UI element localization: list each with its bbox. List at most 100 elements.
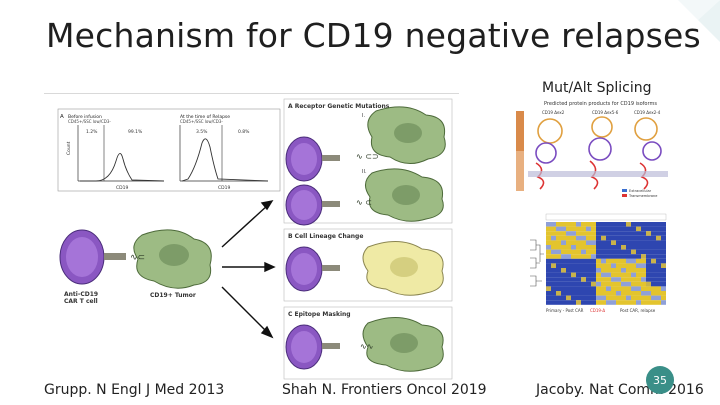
heatmap-cell [551,263,556,268]
heatmap-cell [656,222,661,227]
heatmap-cell [546,231,551,236]
heatmap-cell [636,281,641,287]
heatmap-cell [621,254,626,259]
heatmap-cell [631,286,636,291]
heatmap-cell [656,263,661,268]
title-divider [44,93,459,94]
heatmap-cell [591,300,596,305]
heatmap-cell [621,291,626,296]
heatmap-cell [641,222,646,227]
heatmap-cell [596,258,601,264]
heatmap-cell [611,300,616,305]
heatmap-cell [661,300,666,305]
heatmap-cell [646,222,651,227]
heatmap-cell [626,291,631,296]
heatmap-cell [601,249,606,255]
heatmap-cell [661,226,666,232]
heatmap-cell [621,240,626,245]
heatmap-cell [576,222,581,227]
heatmap-cell [566,240,571,245]
heatmap-cell [561,281,566,287]
heatmap-cell [551,235,556,241]
heatmap-cell [556,263,561,268]
heatmap-cell [571,268,576,273]
heatmap-cell [601,254,606,259]
heatmap-cell [596,277,601,282]
citation-grupp: Grupp. N Engl J Med 2013 [44,382,225,398]
heatmap-cell [631,235,636,241]
heatmap-cell [611,286,616,291]
heatmap-cell [591,277,596,282]
heatmap-cell [556,231,561,236]
heatmap-cell [621,300,626,305]
heatmap-cell [591,258,596,264]
heatmap-cell [581,263,586,268]
heatmap-cell [556,277,561,282]
heatmap-cell [576,263,581,268]
heatmap-cell [611,240,616,245]
heatmap-cell [626,245,631,250]
heatmap-cell [611,258,616,264]
heatmap-cell [606,268,611,273]
y-axis-label: Count [66,141,72,155]
heatmap-cell [586,245,591,250]
tumor-label: CD19+ Tumor [150,292,196,299]
heatmap-cell [556,249,561,255]
heatmap-cell [551,272,556,278]
heatmap-cell [661,235,666,241]
heatmap-cell [646,245,651,250]
heatmap-cell [566,231,571,236]
heatmap-cell [601,226,606,232]
heatmap-cell [621,235,626,241]
heatmap-cell [621,249,626,255]
heatmap-cell [561,245,566,250]
heatmap-cell [611,291,616,296]
heatmap-cell [606,222,611,227]
heatmap-cell [556,272,561,278]
heatmap-cell [651,263,656,268]
splice-header: Predicted protein products for CD19 isof… [544,101,657,107]
heatmap-cell [576,240,581,245]
heatmap-cell [626,254,631,259]
protein-loops [535,116,662,190]
heatmap-cell [566,245,571,250]
heatmap-cell [591,263,596,268]
heatmap-cell [641,249,646,255]
heatmap-cell [651,281,656,287]
heatmap-cell [616,254,621,259]
car-t-and-tumor: ∿⊂ [59,229,212,289]
heatmap-cell [651,240,656,245]
heatmap-cell [546,254,551,259]
heatmap-cell [581,258,586,264]
x-axis-label-left: CD19 [116,185,128,191]
heatmap-cell [661,295,666,301]
heatmap-cell [566,272,571,278]
heatmap-cell [581,281,586,287]
heatmap-cell [591,226,596,232]
heatmap-cell [651,291,656,296]
heatmap-cell [581,254,586,259]
panel-a-letter: A [60,114,64,120]
heatmap-cell [566,300,571,305]
citation-shah: Shah N. Frontiers Oncol 2019 [282,382,487,398]
heatmap-cell [571,254,576,259]
heatmap-cell [631,240,636,245]
heatmap-cell [576,235,581,241]
heatmap-cell [646,277,651,282]
heatmap-cell [631,258,636,264]
heatmap-cell [596,249,601,255]
heatmap-cell [626,268,631,273]
heatmap-cell [606,226,611,232]
heatmap-cell [626,249,631,255]
heatmap-cell [631,300,636,305]
heatmap-cell [661,254,666,259]
heatmap-cell [606,258,611,264]
heatmap-cell [626,272,631,278]
heatmap-cell [581,226,586,232]
heatmap-cell [556,258,561,264]
left-gate-pct: 1.2% [86,129,98,135]
heatmap-cell [621,245,626,250]
heatmap-cell [601,263,606,268]
heatmap-cell [586,263,591,268]
heatmap-cell [566,291,571,296]
